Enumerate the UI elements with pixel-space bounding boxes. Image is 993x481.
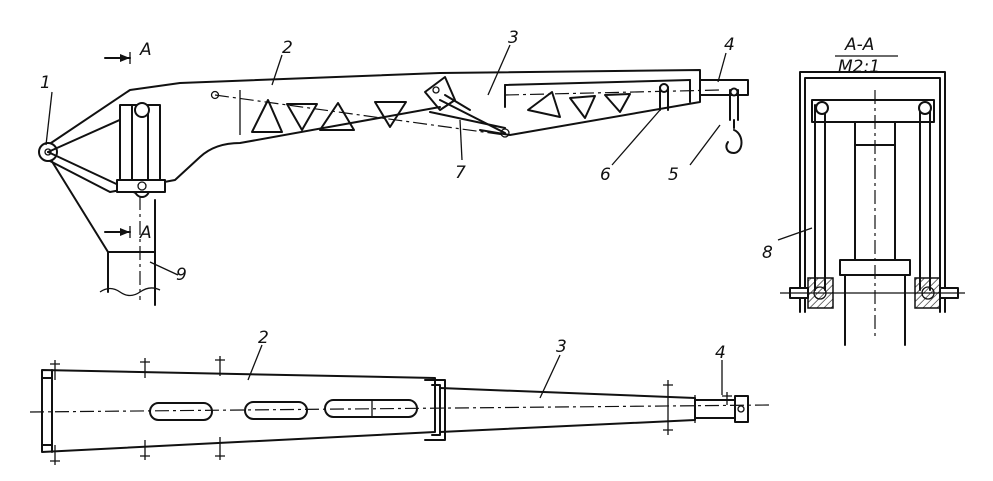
extension-4 [699,79,749,154]
label-7: 7 [455,163,466,183]
section-marker-bottom: A [104,223,152,243]
label-2-side: 2 [282,38,293,58]
label-1: 1 [40,73,51,93]
label-8: 8 [762,243,773,263]
label-9: 9 [176,265,187,285]
label-6: 6 [600,165,611,185]
label-3-side: 3 [508,28,519,48]
section-mark-a-bottom: A [139,223,152,243]
label-4-side: 4 [724,35,735,55]
plan-view: 2 3 4 [29,328,771,465]
boom-section-2 [47,72,506,193]
boom-section-3 [439,69,721,138]
label-2-plan: 2 [258,328,269,348]
section-marker-top: A [104,40,152,64]
label-5: 5 [668,165,679,185]
section-mark-a-top: A [139,40,152,60]
side-view: A A 1 2 3 4 5 6 7 9 [38,28,749,306]
section-a-a: A-A M2:1 8 [762,35,965,346]
section-title: A-A [844,35,874,55]
label-3-plan: 3 [556,337,567,357]
label-4-plan: 4 [715,343,726,363]
bolts-bottom [50,437,225,465]
pivot-bracket [38,102,166,198]
section-scale: M2:1 [838,57,880,77]
mast [47,154,161,306]
side-view-callouts: 1 2 3 4 5 6 7 9 [40,28,735,285]
bolts-top [50,356,225,380]
tie-rod-7 [429,94,506,134]
